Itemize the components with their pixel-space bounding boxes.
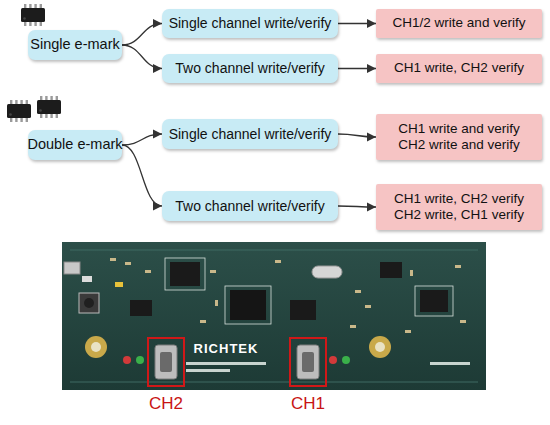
- chip-icon: [37, 96, 61, 118]
- node-text: CH1 write, CH2 verify: [394, 60, 524, 76]
- root-box: Double e-mark: [28, 130, 122, 160]
- flow-arrow: [338, 23, 376, 24]
- result-box: CH1 write, CH2 verify: [376, 54, 542, 83]
- chip-icon: [21, 4, 45, 26]
- mode-box: Single channel write/verify: [162, 119, 338, 149]
- node-text: Single e-mark: [30, 36, 119, 53]
- flow-arrow: [338, 134, 376, 137]
- result-box: CH1 write, CH2 verifyCH2 write, CH1 veri…: [376, 184, 542, 230]
- node-text: Two channel write/verify: [175, 198, 324, 215]
- node-text: CH2 write and verify: [398, 137, 520, 153]
- node-text: CH2 write, CH1 verify: [394, 207, 524, 223]
- node-text: CH1 write, CH2 verify: [394, 191, 524, 207]
- root-box: Single e-mark: [28, 30, 122, 60]
- flow-arrow: [122, 45, 162, 69]
- board-marking: RICHTEK: [186, 341, 266, 356]
- mode-box: Single channel write/verify: [162, 9, 338, 38]
- result-box: CH1 write and verifyCH2 write and verify: [376, 114, 542, 160]
- flow-arrow: [338, 206, 376, 207]
- node-text: Single channel write/verify: [169, 126, 332, 143]
- channel-label: CH1: [282, 394, 334, 414]
- chip-icon: [7, 100, 31, 122]
- flow-arrow: [122, 134, 162, 145]
- node-text: Two channel write/verify: [175, 60, 324, 77]
- flow-arrow: [122, 24, 162, 46]
- node-text: CH1/2 write and verify: [393, 15, 526, 31]
- node-text: Single channel write/verify: [169, 15, 332, 32]
- flow-arrow: [122, 145, 162, 206]
- mode-box: Two channel write/verify: [162, 54, 338, 83]
- channel-label: CH2: [140, 394, 192, 414]
- mode-box: Two channel write/verify: [162, 191, 338, 221]
- flow-arrow: [338, 68, 376, 69]
- node-text: Double e-mark: [27, 136, 122, 153]
- highlight-frame: [290, 338, 326, 386]
- node-text: CH1 write and verify: [398, 121, 520, 137]
- result-box: CH1/2 write and verify: [376, 9, 542, 38]
- highlight-frame: [148, 338, 184, 386]
- pcb-board: [62, 242, 486, 390]
